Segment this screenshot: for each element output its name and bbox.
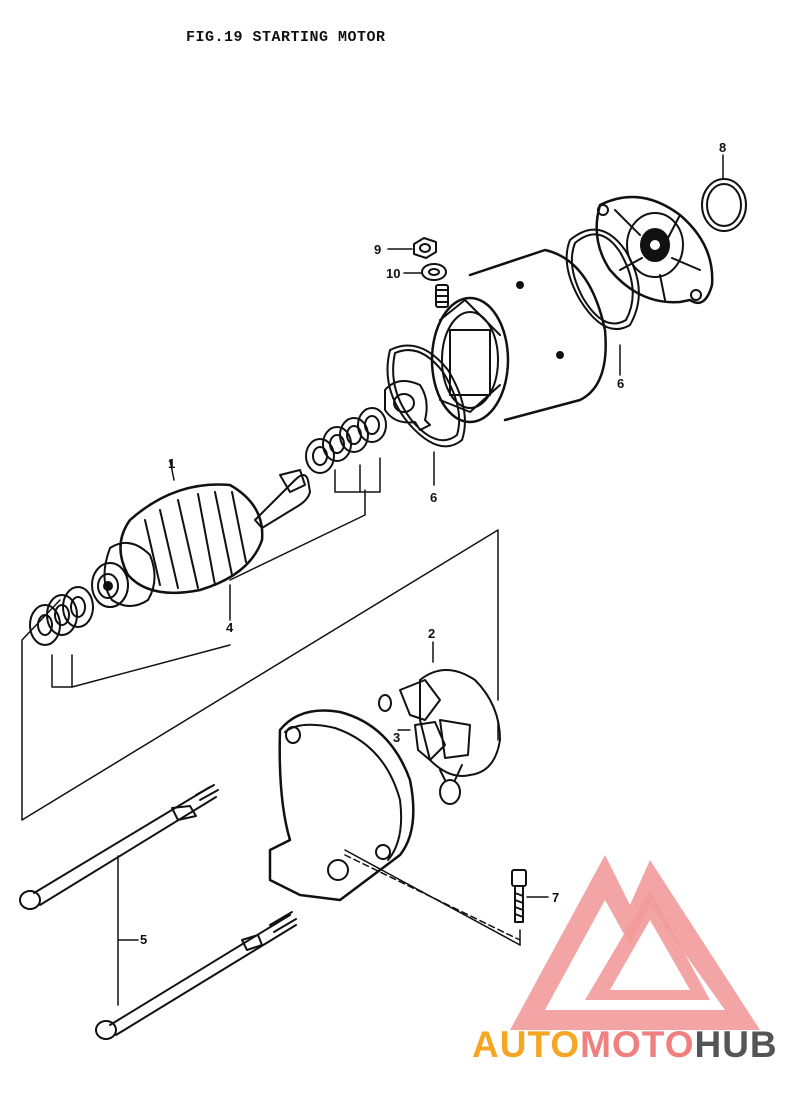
watermark-logo-icon xyxy=(510,855,760,1030)
shim-stack xyxy=(305,407,387,474)
o-ring-8 xyxy=(701,178,747,232)
through-bolt-5-lower xyxy=(95,911,297,1040)
seal-ring-6-upper xyxy=(565,228,640,330)
terminal-stud xyxy=(435,284,449,308)
leader-lines xyxy=(21,154,724,1006)
plate-washer xyxy=(384,380,431,431)
watermark-moto: MOTO xyxy=(580,1024,695,1065)
page-title: FIG.19 STARTING MOTOR xyxy=(186,29,386,46)
motor-yoke xyxy=(430,248,607,424)
callout-3: 3 xyxy=(393,730,401,745)
washer-stack-left xyxy=(29,586,94,646)
callout-8: 8 xyxy=(719,140,727,155)
front-end-housing xyxy=(268,709,415,902)
watermark-hub: HUB xyxy=(694,1024,778,1065)
callout-6-lower: 6 xyxy=(430,490,438,505)
rear-end-cap xyxy=(595,195,714,305)
through-bolt-5-upper xyxy=(19,784,219,910)
bolt-7 xyxy=(511,869,527,923)
nut-9 xyxy=(413,237,437,259)
callout-6-upper: 6 xyxy=(617,376,625,391)
watermark-auto: AUTO xyxy=(472,1024,581,1065)
callout-5: 5 xyxy=(140,932,148,947)
armature-1 xyxy=(91,469,311,608)
watermark-text: AUTOMOTOHUB xyxy=(472,1024,778,1066)
callout-9: 9 xyxy=(374,242,382,257)
callout-7: 7 xyxy=(552,890,560,905)
callout-1: 1 xyxy=(168,456,176,471)
brush-holder-2 xyxy=(378,669,501,805)
callout-2: 2 xyxy=(428,626,436,641)
washer-10 xyxy=(421,263,447,281)
dashed-leader xyxy=(344,854,521,941)
callout-10: 10 xyxy=(386,266,401,281)
callout-4: 4 xyxy=(226,620,234,635)
